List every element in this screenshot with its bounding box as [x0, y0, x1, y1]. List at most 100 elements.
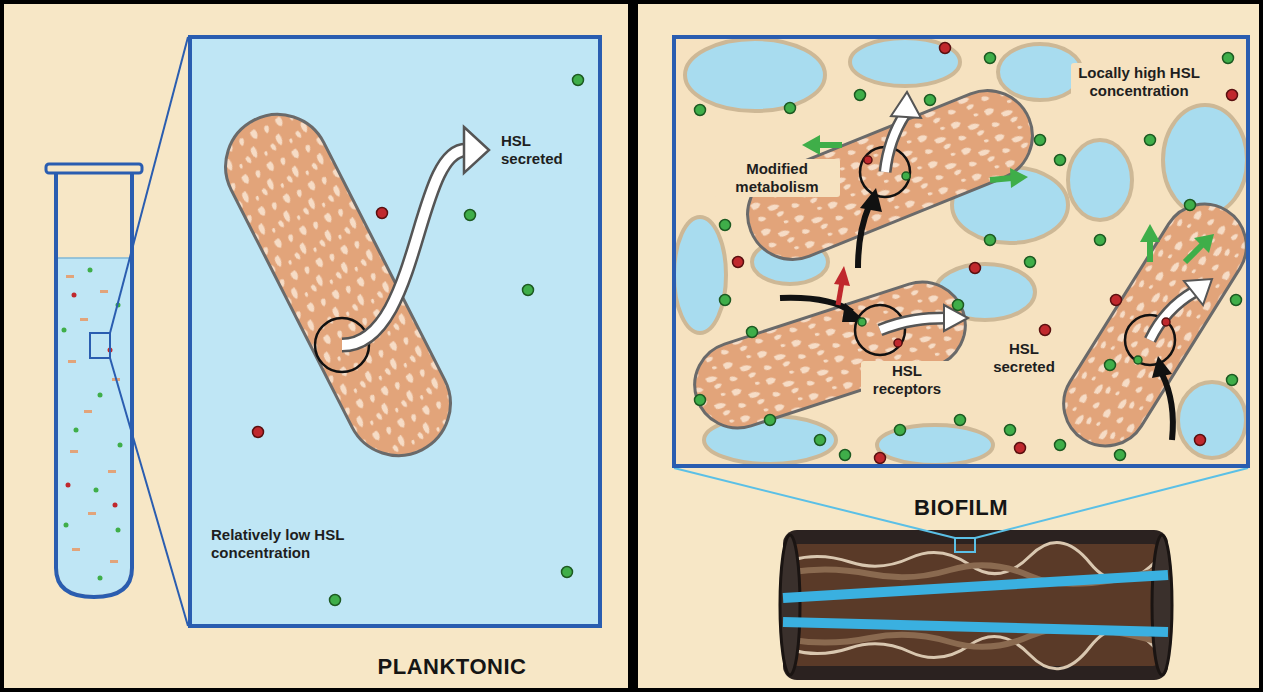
tube-cells	[88, 512, 96, 515]
zoom-lines	[110, 358, 188, 626]
secretion-arrow	[880, 318, 946, 330]
water-channel	[1178, 382, 1246, 458]
bacterium	[208, 97, 469, 474]
hsl-molecule	[815, 435, 826, 446]
annotation: Locally high HSL concentration	[1071, 63, 1207, 101]
tube-cells	[66, 275, 74, 278]
secretion-arrow	[342, 150, 466, 345]
secretion-arrow	[464, 127, 489, 173]
bacterium	[684, 77, 1263, 462]
annotation: HSL secreted	[981, 339, 1067, 377]
bacterium	[208, 97, 469, 474]
bacterium	[1048, 188, 1262, 461]
tube-cells	[98, 576, 103, 581]
hsl-molecule	[562, 567, 573, 578]
hsl-molecule	[765, 415, 776, 426]
panel-title: BIOFILM	[676, 494, 1246, 522]
panel-ground	[4, 4, 628, 688]
hsl-molecule	[695, 105, 706, 116]
hsl-molecule	[894, 339, 902, 347]
annotation: Modified metabolism	[714, 159, 840, 197]
tube-cells	[94, 488, 99, 493]
pipe	[783, 575, 1168, 598]
tube-cells	[74, 428, 79, 433]
hsl-molecule	[1227, 375, 1238, 386]
hsl-molecule	[940, 43, 951, 54]
secretion-arrow	[880, 318, 946, 330]
annotation: HSL receptors	[861, 361, 953, 399]
tube-cells	[116, 528, 121, 533]
hsl-molecule	[695, 395, 706, 406]
hsl-molecule	[1185, 200, 1196, 211]
tube-cells	[66, 483, 71, 488]
hsl-molecule	[970, 263, 981, 274]
hsl-molecule	[733, 43, 1238, 464]
annotation: Relatively low HSL concentration	[208, 525, 392, 563]
tube-cells	[62, 268, 123, 581]
tube-cells	[64, 523, 69, 528]
uptake-arrow	[780, 188, 1173, 440]
hsl-molecule	[733, 257, 744, 268]
hsl-molecule	[953, 300, 964, 311]
hsl-molecule	[1005, 425, 1016, 436]
secretion-arrow	[885, 114, 905, 172]
hsl-molecule	[1227, 90, 1238, 101]
secretion-arrow	[1184, 279, 1212, 305]
hsl-molecule	[1055, 440, 1066, 451]
hsl-molecule	[1134, 356, 1142, 364]
test-tube	[46, 164, 142, 597]
tube-cells	[108, 470, 116, 473]
bacterium	[1048, 188, 1262, 461]
water-channel	[850, 38, 960, 86]
hsl-molecule	[523, 285, 534, 296]
signal-arrow	[1185, 245, 1202, 262]
tube-cells	[72, 293, 77, 298]
uptake-arrow	[1162, 374, 1173, 440]
hsl-molecule	[1055, 155, 1066, 166]
hsl-molecule	[1195, 435, 1206, 446]
hsl-molecule	[1015, 443, 1026, 454]
medium-ground	[188, 35, 602, 628]
pipe	[780, 530, 1172, 680]
bacterium	[684, 271, 977, 439]
hsl-molecule	[573, 75, 584, 86]
tube-cells	[88, 268, 93, 273]
hsl-molecule	[695, 53, 1242, 461]
hsl-molecule	[925, 95, 936, 106]
water-channel	[1068, 140, 1132, 220]
signal-arrow	[1147, 240, 1153, 262]
hsl-molecule	[465, 210, 476, 221]
secretion-arrow	[1150, 292, 1194, 340]
hsl-molecule	[785, 103, 796, 114]
hsl-molecule	[695, 43, 1242, 464]
tube-cells	[113, 503, 118, 508]
water-channel	[674, 217, 726, 333]
zoom-panel: Locally high HSL concentrationModified m…	[672, 35, 1250, 468]
uptake-arrow	[858, 206, 869, 268]
hsl-molecule	[855, 90, 866, 101]
hsl-molecule	[985, 53, 996, 64]
pipe	[780, 535, 800, 675]
secretion-arrow	[885, 114, 905, 172]
zoom-lines	[674, 468, 1248, 552]
hsl-molecule	[720, 220, 731, 231]
tube-cells	[70, 450, 78, 453]
secretion-arrow	[342, 150, 466, 345]
signal-arrow	[838, 282, 842, 305]
signal-arrow	[818, 142, 842, 148]
test-tube	[56, 172, 132, 597]
hsl-molecule	[720, 295, 731, 306]
hsl-molecule	[985, 235, 996, 246]
zoom-lines	[955, 538, 975, 552]
secretion-arrow	[342, 127, 489, 345]
signal-arrow	[1140, 224, 1160, 242]
hsl-molecule	[1040, 325, 1051, 336]
bacterium	[684, 271, 977, 439]
secretion-arrow	[880, 92, 1212, 340]
hsl-molecule	[895, 425, 906, 436]
hsl-molecule	[902, 172, 910, 180]
zoom-lines	[90, 37, 188, 626]
tube-cells	[100, 290, 108, 293]
